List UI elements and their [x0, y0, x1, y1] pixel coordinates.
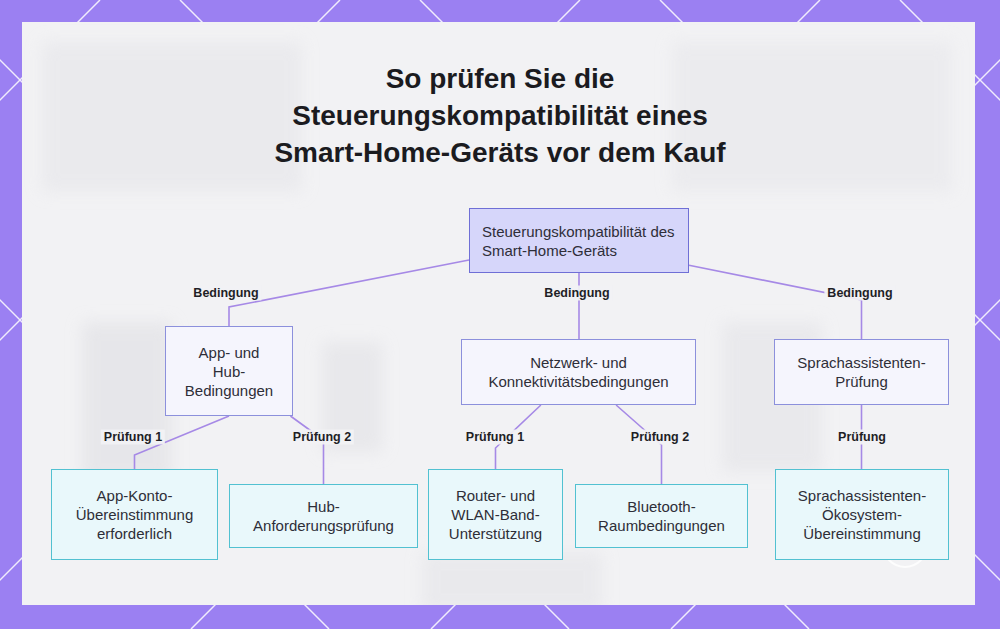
check-box: Router- und WLAN-Band-Unterstützung [428, 469, 563, 560]
edge-label: Prüfung [835, 430, 889, 445]
connector-line [290, 416, 323, 484]
diagram-title: So prüfen Sie die Steuerungskompatibilit… [250, 60, 750, 171]
check-box: Sprachassistenten-Ökosystem-Übereinstimm… [775, 469, 949, 560]
node-text: Sprachassistenten-Ökosystem-Übereinstimm… [790, 486, 934, 543]
edge-label: Bedingung [824, 286, 895, 301]
edge-label: Prüfung 2 [628, 430, 692, 445]
edge-label: Prüfung 1 [101, 430, 165, 445]
condition-box: Sprachassistenten-Prüfung [774, 339, 949, 405]
node-text: App- und Hub-Bedingungen [184, 343, 274, 400]
connector-line [229, 260, 469, 326]
root-box: Steuerungskompatibilität des Smart-Home-… [469, 208, 689, 273]
edge-label: Prüfung 1 [463, 430, 527, 445]
connector-line [616, 405, 661, 484]
edge-label: Prüfung 2 [290, 430, 354, 445]
node-text: App-Konto-Übereinstimmung erforderlich [66, 486, 203, 543]
edge-label: Bedingung [190, 286, 261, 301]
check-box: Hub-Anforderungsprüfung [229, 484, 418, 548]
condition-box: App- und Hub-Bedingungen [165, 326, 293, 416]
node-text: Bluetooth-Raumbedingungen [590, 497, 733, 535]
check-box: App-Konto-Übereinstimmung erforderlich [51, 469, 218, 560]
node-text: Steuerungskompatibilität des Smart-Home-… [482, 222, 676, 260]
node-text: Netzwerk- und Konnektivitätsbedingungen [480, 353, 677, 391]
edge-label: Bedingung [541, 286, 612, 301]
node-text: Router- und WLAN-Band-Unterstützung [443, 486, 548, 543]
connector-line [578, 273, 580, 339]
condition-box: Netzwerk- und Konnektivitätsbedingungen [461, 339, 696, 405]
connector-line [689, 265, 862, 339]
check-box: Bluetooth-Raumbedingungen [575, 484, 748, 548]
node-text: Sprachassistenten-Prüfung [793, 353, 930, 391]
node-text: Hub-Anforderungsprüfung [244, 497, 403, 535]
